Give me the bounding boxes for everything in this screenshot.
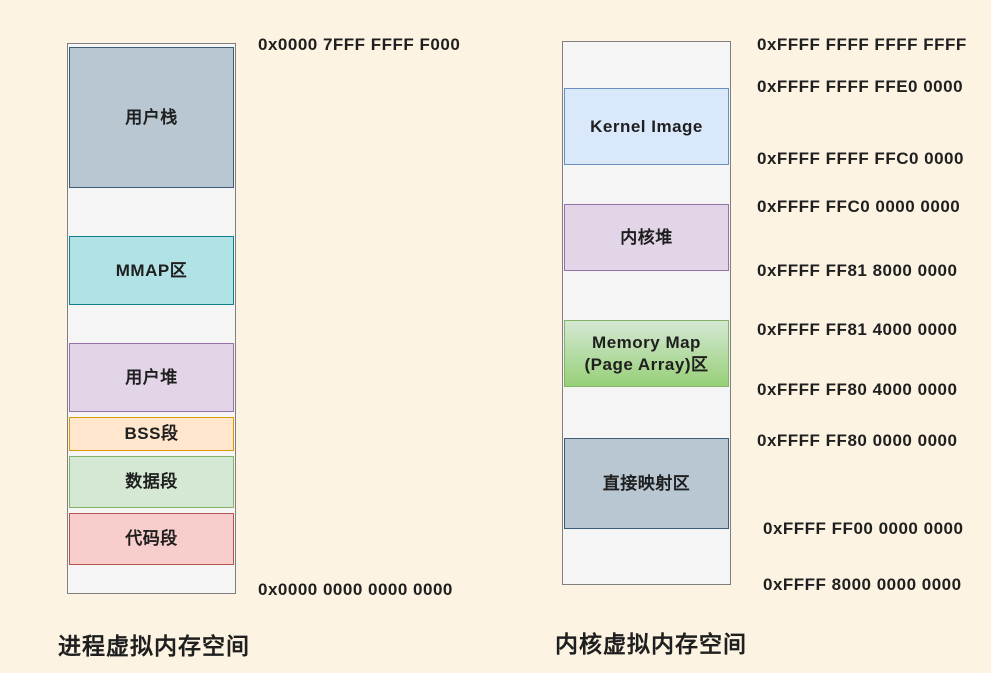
address-label: 0xFFFF FF80 4000 0000: [757, 380, 958, 399]
address-label: 0xFFFF FFFF FFFF FFFF: [757, 35, 967, 54]
segment-label: 代码段: [125, 529, 178, 549]
address-label: 0xFFFF 8000 0000 0000: [763, 575, 962, 594]
memory-segment: Kernel Image: [564, 88, 729, 165]
memory-segment: BSS段: [69, 417, 234, 451]
memory-segment: 用户堆: [69, 343, 234, 412]
process-memory-column: 用户栈 MMAP区用户堆 BSS段数据段代码段: [67, 43, 236, 594]
process-diagram-title: 进程虚拟内存空间: [58, 633, 250, 659]
address-label: 0xFFFF FFFF FFE0 0000: [757, 77, 964, 96]
address-label: 0xFFFF FFC0 0000 0000: [757, 197, 961, 216]
segment-label: 用户栈: [125, 107, 178, 127]
address-label: 0xFFFF FF81 8000 0000: [757, 261, 958, 280]
memory-segment: 直接映射区: [564, 438, 729, 529]
segment-label: BSS段: [124, 424, 179, 444]
address-label: 0xFFFF FF81 4000 0000: [757, 320, 958, 339]
memory-segment: 代码段: [69, 513, 234, 565]
segment-label: 直接映射区: [602, 473, 691, 493]
kernel-memory-column: Kernel Image 内核堆 Memory Map (Page Array)区直…: [562, 41, 731, 585]
memory-segment: MMAP区: [69, 236, 234, 305]
memory-segment: Memory Map (Page Array)区: [564, 320, 729, 387]
segment-label: Kernel Image: [590, 116, 703, 136]
kernel-diagram-title: 内核虚拟内存空间: [555, 631, 747, 657]
memory-segment: 用户栈: [69, 47, 234, 188]
segment-label: Memory Map (Page Array)区: [584, 333, 709, 374]
segment-label: 数据段: [125, 472, 178, 492]
address-label: 0x0000 0000 0000 0000: [258, 580, 453, 599]
segment-label: 内核堆: [620, 227, 673, 247]
address-label: 0xFFFF FF80 0000 0000: [757, 431, 958, 450]
address-label: 0xFFFF FF00 0000 0000: [763, 519, 964, 538]
address-label: 0xFFFF FFFF FFC0 0000: [757, 149, 964, 168]
address-label: 0x0000 7FFF FFFF F000: [258, 35, 461, 54]
memory-segment: 数据段: [69, 456, 234, 508]
segment-label: MMAP区: [115, 260, 188, 280]
memory-segment: 内核堆: [564, 204, 729, 271]
segment-label: 用户堆: [125, 367, 178, 387]
